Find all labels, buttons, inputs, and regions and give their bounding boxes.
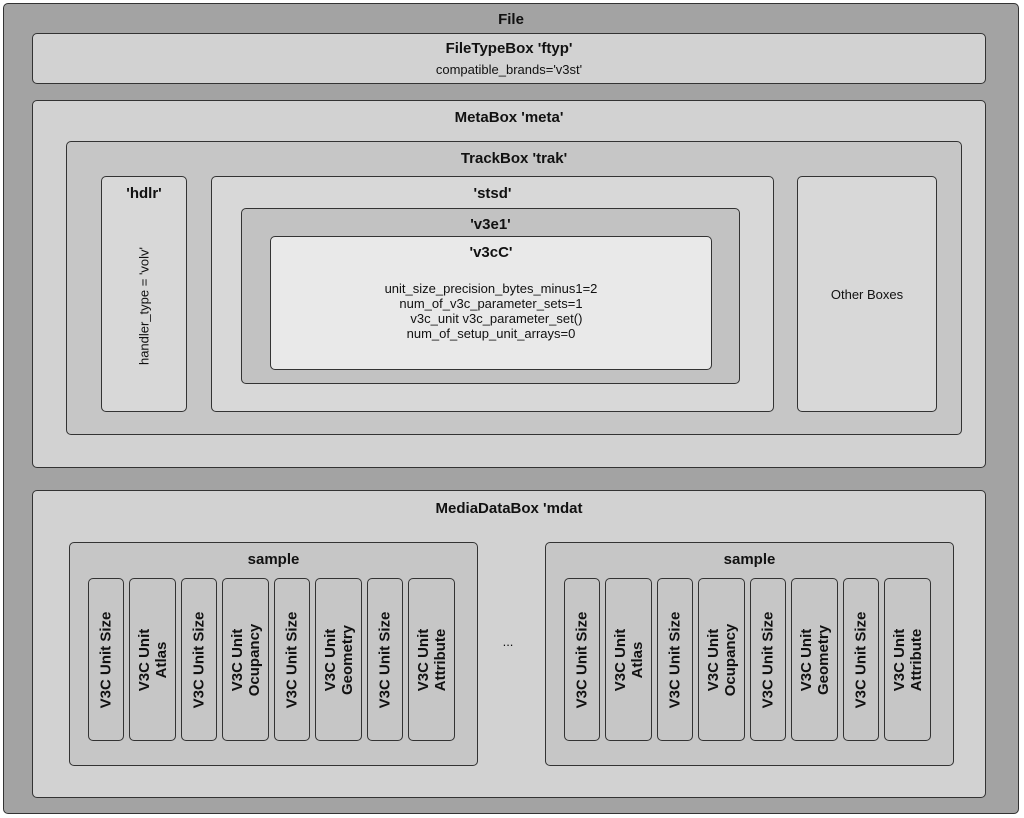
v3c-unit-size-box: V3C Unit Size [657, 578, 693, 741]
v3e1-title: 'v3e1' [470, 216, 511, 233]
v3c-unit-occupancy-box: V3C Unit Ocupancy [222, 578, 269, 741]
v3c-unit-geometry-box: V3C Unit Geometry [315, 578, 362, 741]
v3c-unit-label: V3C Unit Atlas [611, 628, 646, 691]
other-boxes-label: Other Boxes [830, 287, 904, 302]
v3cc-field-line: v3c_unit v3c_parameter_set() [399, 311, 583, 326]
sample-title: sample [247, 551, 300, 568]
hdlr-title: 'hdlr' [126, 185, 162, 202]
v3c-unit-geometry-box: V3C Unit Geometry [791, 578, 838, 741]
v3c-unit-label: V3C Unit Geometry [797, 624, 832, 695]
v3c-unit-size-box: V3C Unit Size [88, 578, 124, 741]
v3c-unit-label: V3C Unit Size [573, 611, 591, 708]
v3c-unit-attribute-box: V3C Unit Attribute [884, 578, 931, 741]
v3cc-field-line: unit_size_precision_bytes_minus1=2 [384, 281, 598, 296]
v3c-unit-label: V3C Unit Size [759, 611, 777, 708]
stsd-title: 'stsd' [473, 185, 512, 202]
v3cc-field-line: num_of_setup_unit_arrays=0 [406, 326, 576, 341]
v3c-unit-size-box: V3C Unit Size [181, 578, 217, 741]
v3cc-field-line: num_of_v3c_parameter_sets=1 [399, 296, 583, 311]
v3c-unit-label: V3C Unit Size [376, 611, 394, 708]
mdat-title: MediaDataBox 'mdat [435, 500, 583, 517]
ftyp-compatible-brands: compatible_brands='v3st' [435, 62, 583, 77]
v3cc-fields: unit_size_precision_bytes_minus1=2 num_o… [271, 281, 711, 341]
v3c-unit-label: V3C Unit Size [666, 611, 684, 708]
mdat-ellipsis: ... [502, 634, 514, 649]
v3c-unit-size-box: V3C Unit Size [564, 578, 600, 741]
other-boxes-box: Other Boxes [797, 176, 937, 412]
v3c-unit-label: V3C Unit Ocupancy [704, 623, 739, 696]
hdlr-box: 'hdlr' handler_type = 'volv' [101, 176, 187, 412]
v3c-unit-occupancy-box: V3C Unit Ocupancy [698, 578, 745, 741]
v3c-unit-label: V3C Unit Size [190, 611, 208, 708]
v3c-unit-attribute-box: V3C Unit Attribute [408, 578, 455, 741]
v3c-unit-label: V3C Unit Geometry [321, 624, 356, 695]
sample-title: sample [723, 551, 776, 568]
v3cc-title: 'v3cC' [469, 244, 513, 261]
ftyp-box: FileTypeBox 'ftyp' compatible_brands='v3… [32, 33, 986, 84]
file-title: File [498, 11, 524, 28]
v3c-unit-atlas-box: V3C Unit Atlas [129, 578, 176, 741]
v3c-unit-atlas-box: V3C Unit Atlas [605, 578, 652, 741]
hdlr-handler-type: handler_type = 'volv' [136, 246, 152, 365]
v3cc-box: 'v3cC' unit_size_precision_bytes_minus1=… [270, 236, 712, 370]
ftyp-title: FileTypeBox 'ftyp' [445, 40, 573, 57]
v3c-unit-size-box: V3C Unit Size [367, 578, 403, 741]
v3c-unit-label: V3C Unit Attribute [414, 628, 449, 691]
v3c-unit-label: V3C Unit Ocupancy [228, 623, 263, 696]
v3c-unit-label: V3C Unit Attribute [890, 628, 925, 691]
v3c-unit-size-box: V3C Unit Size [274, 578, 310, 741]
meta-title: MetaBox 'meta' [454, 109, 564, 126]
v3c-unit-label: V3C Unit Size [97, 611, 115, 708]
v3c-unit-label: V3C Unit Atlas [135, 628, 170, 691]
v3c-unit-size-box: V3C Unit Size [843, 578, 879, 741]
trak-title: TrackBox 'trak' [460, 150, 568, 167]
v3c-unit-label: V3C Unit Size [852, 611, 870, 708]
v3c-unit-label: V3C Unit Size [283, 611, 301, 708]
v3c-unit-size-box: V3C Unit Size [750, 578, 786, 741]
